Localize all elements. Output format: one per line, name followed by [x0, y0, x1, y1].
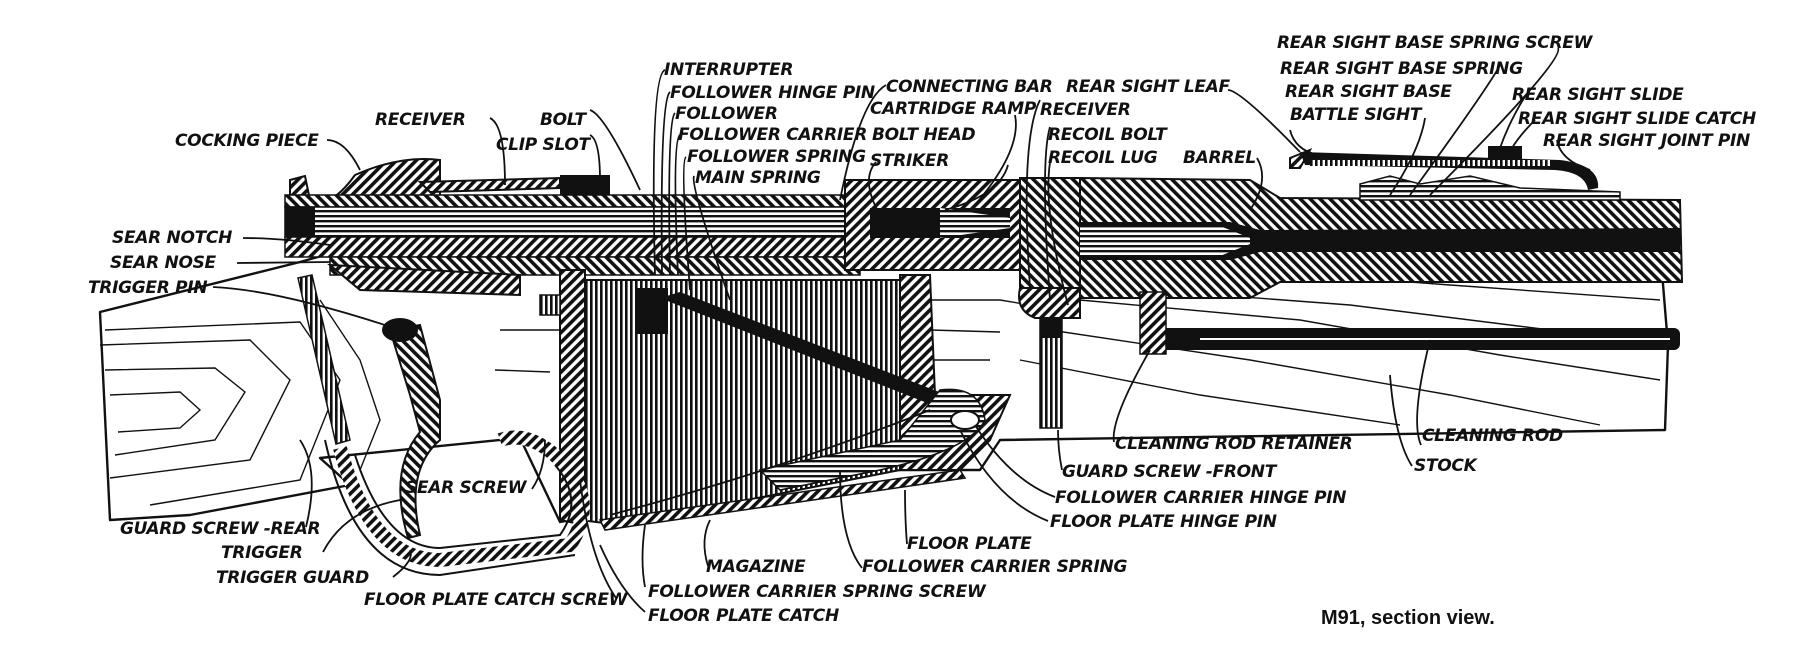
- label-trigger-guard: TRIGGER GUARD: [216, 568, 369, 588]
- label-main-spring: MAIN SPRING: [695, 168, 821, 188]
- magazine: [559, 269, 1012, 531]
- cleaning-rod: [1139, 291, 1680, 355]
- label-rear-sight-leaf: REAR SIGHT LEAF: [1066, 77, 1231, 97]
- callout-labels: COCKING PIECE RECEIVER BOLT CLIP SLOT SE…: [88, 33, 1756, 626]
- label-striker: STRIKER: [870, 151, 949, 171]
- label-cleaning-rod: CLEANING ROD: [1422, 426, 1563, 446]
- label-trigger: TRIGGER: [221, 543, 303, 563]
- guard-screw-front: [1039, 317, 1063, 429]
- label-guard-screw-rear: GUARD SCREW -REAR: [120, 519, 320, 539]
- label-rear-sight-base-spring-screw: REAR SIGHT BASE SPRING SCREW: [1277, 33, 1594, 53]
- label-sear-screw: SEAR SCREW: [405, 478, 528, 498]
- label-cleaning-rod-retainer: CLEANING ROD RETAINER: [1115, 434, 1352, 454]
- label-cartridge-ramp: CARTRIDGE RAMP: [870, 99, 1037, 119]
- label-bolt-head: BOLT HEAD: [872, 125, 976, 145]
- label-floor-plate-hinge-pin: FLOOR PLATE HINGE PIN: [1050, 512, 1277, 532]
- label-recoil-lug: RECOIL LUG: [1048, 148, 1158, 168]
- label-receiver-front: RECEIVER: [1040, 100, 1131, 120]
- leader-lines: [212, 47, 1591, 613]
- label-follower-spring: FOLLOWER SPRING: [687, 147, 866, 167]
- rear-sight: [1289, 146, 1621, 201]
- label-trigger-pin: TRIGGER PIN: [88, 278, 207, 298]
- label-floor-plate-catch-screw: FLOOR PLATE CATCH SCREW: [364, 590, 629, 610]
- label-bolt: BOLT: [540, 110, 588, 130]
- label-barrel: BARREL: [1183, 148, 1256, 168]
- label-follower-hinge-pin: FOLLOWER HINGE PIN: [670, 83, 875, 103]
- label-follower-carrier-hinge-pin: FOLLOWER CARRIER HINGE PIN: [1055, 488, 1346, 508]
- label-floor-plate: FLOOR PLATE: [907, 534, 1032, 554]
- label-rear-sight-joint-pin: REAR SIGHT JOINT PIN: [1543, 131, 1750, 151]
- label-guard-screw-front: GUARD SCREW -FRONT: [1062, 462, 1278, 482]
- trigger-group: [297, 263, 590, 577]
- label-rear-sight-slide-catch: REAR SIGHT SLIDE CATCH: [1518, 109, 1756, 129]
- figure-caption: M91, section view.: [1321, 607, 1495, 629]
- label-recoil-bolt: RECOIL BOLT: [1048, 125, 1168, 145]
- label-follower: FOLLOWER: [675, 104, 778, 124]
- label-connecting-bar: CONNECTING BAR: [886, 77, 1053, 97]
- label-battle-sight: BATTLE SIGHT: [1290, 105, 1423, 125]
- label-clip-slot: CLIP SLOT: [496, 135, 592, 155]
- label-interrupter: INTERRUPTER: [664, 60, 793, 80]
- label-sear-nose: SEAR NOSE: [110, 253, 217, 273]
- label-follower-carrier-spring: FOLLOWER CARRIER SPRING: [862, 557, 1127, 577]
- label-sear-notch: SEAR NOTCH: [112, 228, 232, 248]
- label-magazine: MAGAZINE: [706, 557, 806, 577]
- label-rear-sight-slide: REAR SIGHT SLIDE: [1512, 85, 1684, 105]
- label-rear-sight-base: REAR SIGHT BASE: [1285, 82, 1452, 102]
- label-cocking-piece: COCKING PIECE: [175, 131, 319, 151]
- barrel: [1079, 176, 1684, 299]
- label-floor-plate-catch: FLOOR PLATE CATCH: [648, 606, 839, 626]
- label-follower-carrier: FOLLOWER CARRIER: [678, 125, 867, 145]
- label-rear-sight-base-spring: REAR SIGHT BASE SPRING: [1280, 59, 1523, 79]
- label-receiver-rear: RECEIVER: [375, 110, 466, 130]
- label-stock: STOCK: [1414, 456, 1479, 476]
- label-follower-carrier-spring-screw: FOLLOWER CARRIER SPRING SCREW: [648, 582, 987, 602]
